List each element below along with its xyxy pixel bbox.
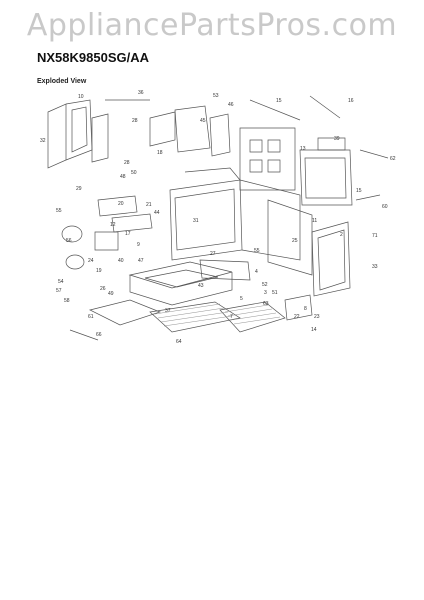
part-label: 25 xyxy=(292,238,298,244)
view-label: Exploded View xyxy=(37,78,87,85)
part-label: 55 xyxy=(254,248,260,254)
part-label: 62 xyxy=(390,156,396,162)
part-label: 2 xyxy=(340,232,343,238)
part-label: 33 xyxy=(372,264,378,270)
part-label: 46 xyxy=(228,102,234,108)
part-label: 16 xyxy=(348,98,354,104)
part-label: 8 xyxy=(304,306,307,312)
part-label: 31 xyxy=(193,218,199,224)
part-label: 44 xyxy=(154,210,160,216)
part-label: 60 xyxy=(382,204,388,210)
model-title: NX58K9850SG/AA xyxy=(37,50,149,65)
part-label: 20 xyxy=(118,201,124,207)
part-label: 12 xyxy=(110,222,116,228)
part-label: 15 xyxy=(356,188,362,194)
part-label: 39 xyxy=(334,136,340,142)
part-label: 63 xyxy=(263,301,269,307)
part-label: 66 xyxy=(96,332,102,338)
part-label: 37 xyxy=(165,308,171,314)
part-label: 58 xyxy=(64,298,70,304)
part-label: 28 xyxy=(132,118,138,124)
part-label: 53 xyxy=(213,93,219,99)
part-label: 11 xyxy=(312,218,317,224)
part-label: 57 xyxy=(56,288,62,294)
part-label: 26 xyxy=(100,286,106,292)
part-label: 17 xyxy=(125,231,131,237)
part-label: 7 xyxy=(230,314,233,320)
part-label: 21 xyxy=(146,202,152,208)
part-label: 3 xyxy=(264,290,267,296)
part-label: 54 xyxy=(58,279,64,285)
part-label: 71 xyxy=(372,233,378,239)
part-label: 56 xyxy=(66,238,72,244)
part-label: 24 xyxy=(88,258,94,264)
part-label: 9 xyxy=(137,242,140,248)
part-label: 47 xyxy=(138,258,144,264)
part-label: 45 xyxy=(200,118,206,124)
part-label: 27 xyxy=(210,251,216,257)
part-label: 48 xyxy=(120,174,126,180)
part-label: 64 xyxy=(176,339,182,345)
part-label: 50 xyxy=(131,170,137,176)
part-label: 36 xyxy=(138,90,144,96)
part-label: 28 xyxy=(124,160,130,166)
part-label: 5 xyxy=(240,296,243,302)
part-label: 52 xyxy=(262,282,268,288)
part-label: 51 xyxy=(272,290,278,296)
part-label: 55 xyxy=(56,208,62,214)
part-outlines xyxy=(47,95,389,341)
part-label: 61 xyxy=(88,314,94,320)
part-label: 32 xyxy=(40,138,46,144)
part-label: 23 xyxy=(314,314,320,320)
part-label: 19 xyxy=(96,268,102,274)
part-label: 4 xyxy=(255,269,258,275)
part-label: 22 xyxy=(294,314,300,320)
part-label: 10 xyxy=(78,94,84,100)
rack-grids xyxy=(154,303,281,327)
part-label: 49 xyxy=(108,291,114,297)
part-label: 13 xyxy=(300,146,306,152)
part-label: 40 xyxy=(118,258,124,264)
part-label: 15 xyxy=(276,98,282,104)
watermark: AppliancePartsPros.com xyxy=(26,8,398,43)
part-label: 43 xyxy=(198,283,204,289)
part-label: 18 xyxy=(157,150,163,156)
part-label: 29 xyxy=(76,186,82,192)
part-label: 14 xyxy=(311,327,317,333)
